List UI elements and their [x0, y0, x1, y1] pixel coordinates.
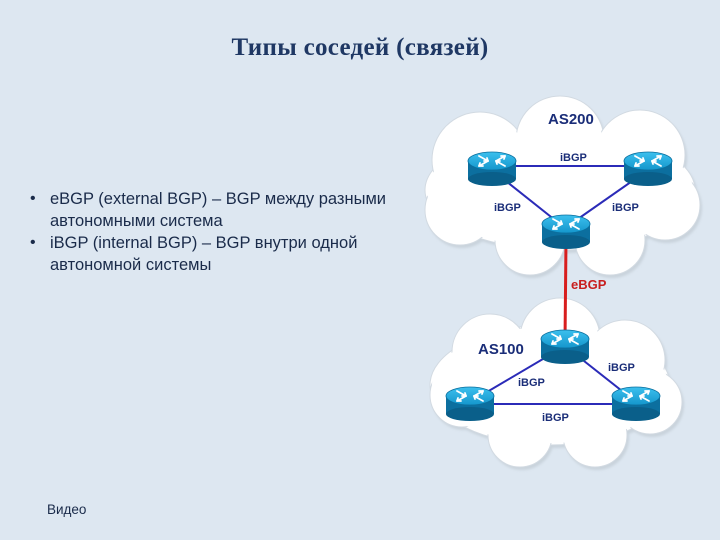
router-icon	[467, 151, 517, 187]
ibgp-label-as100-left: iBGP	[518, 377, 545, 389]
ibgp-label-as100-bottom: iBGP	[542, 412, 569, 424]
bullet-item-ebgp: • eBGP (external BGP) – BGP между разным…	[28, 188, 398, 232]
page-title: Типы соседей (связей)	[231, 34, 489, 61]
ibgp-label-as200-top: iBGP	[560, 152, 587, 164]
router-icon	[541, 214, 591, 250]
video-link[interactable]: Видео	[47, 502, 87, 517]
ibgp-label-as100-right: iBGP	[608, 362, 635, 374]
bullet-dot: •	[30, 190, 36, 207]
link-ebgp	[563, 239, 568, 343]
bullet-text: iBGP (internal BGP) – BGP внутри одной а…	[50, 234, 358, 274]
router-icon	[611, 386, 661, 422]
router-icon	[540, 329, 590, 365]
ibgp-label-as200-right: iBGP	[612, 202, 639, 214]
ibgp-label-as200-left: iBGP	[494, 202, 521, 214]
cloud-icon-as100	[429, 297, 684, 470]
bullet-dot: •	[30, 234, 36, 251]
bullet-list: • eBGP (external BGP) – BGP между разным…	[28, 188, 398, 276]
as100-label: AS100	[478, 341, 524, 358]
router-icon	[623, 151, 673, 187]
bullet-text: eBGP (external BGP) – BGP между разными …	[50, 190, 387, 230]
bullet-item-ibgp: • iBGP (internal BGP) – BGP внутри одной…	[28, 232, 398, 276]
router-icon	[445, 386, 495, 422]
ebgp-label: eBGP	[571, 277, 607, 292]
as200-label: AS200	[548, 111, 594, 128]
